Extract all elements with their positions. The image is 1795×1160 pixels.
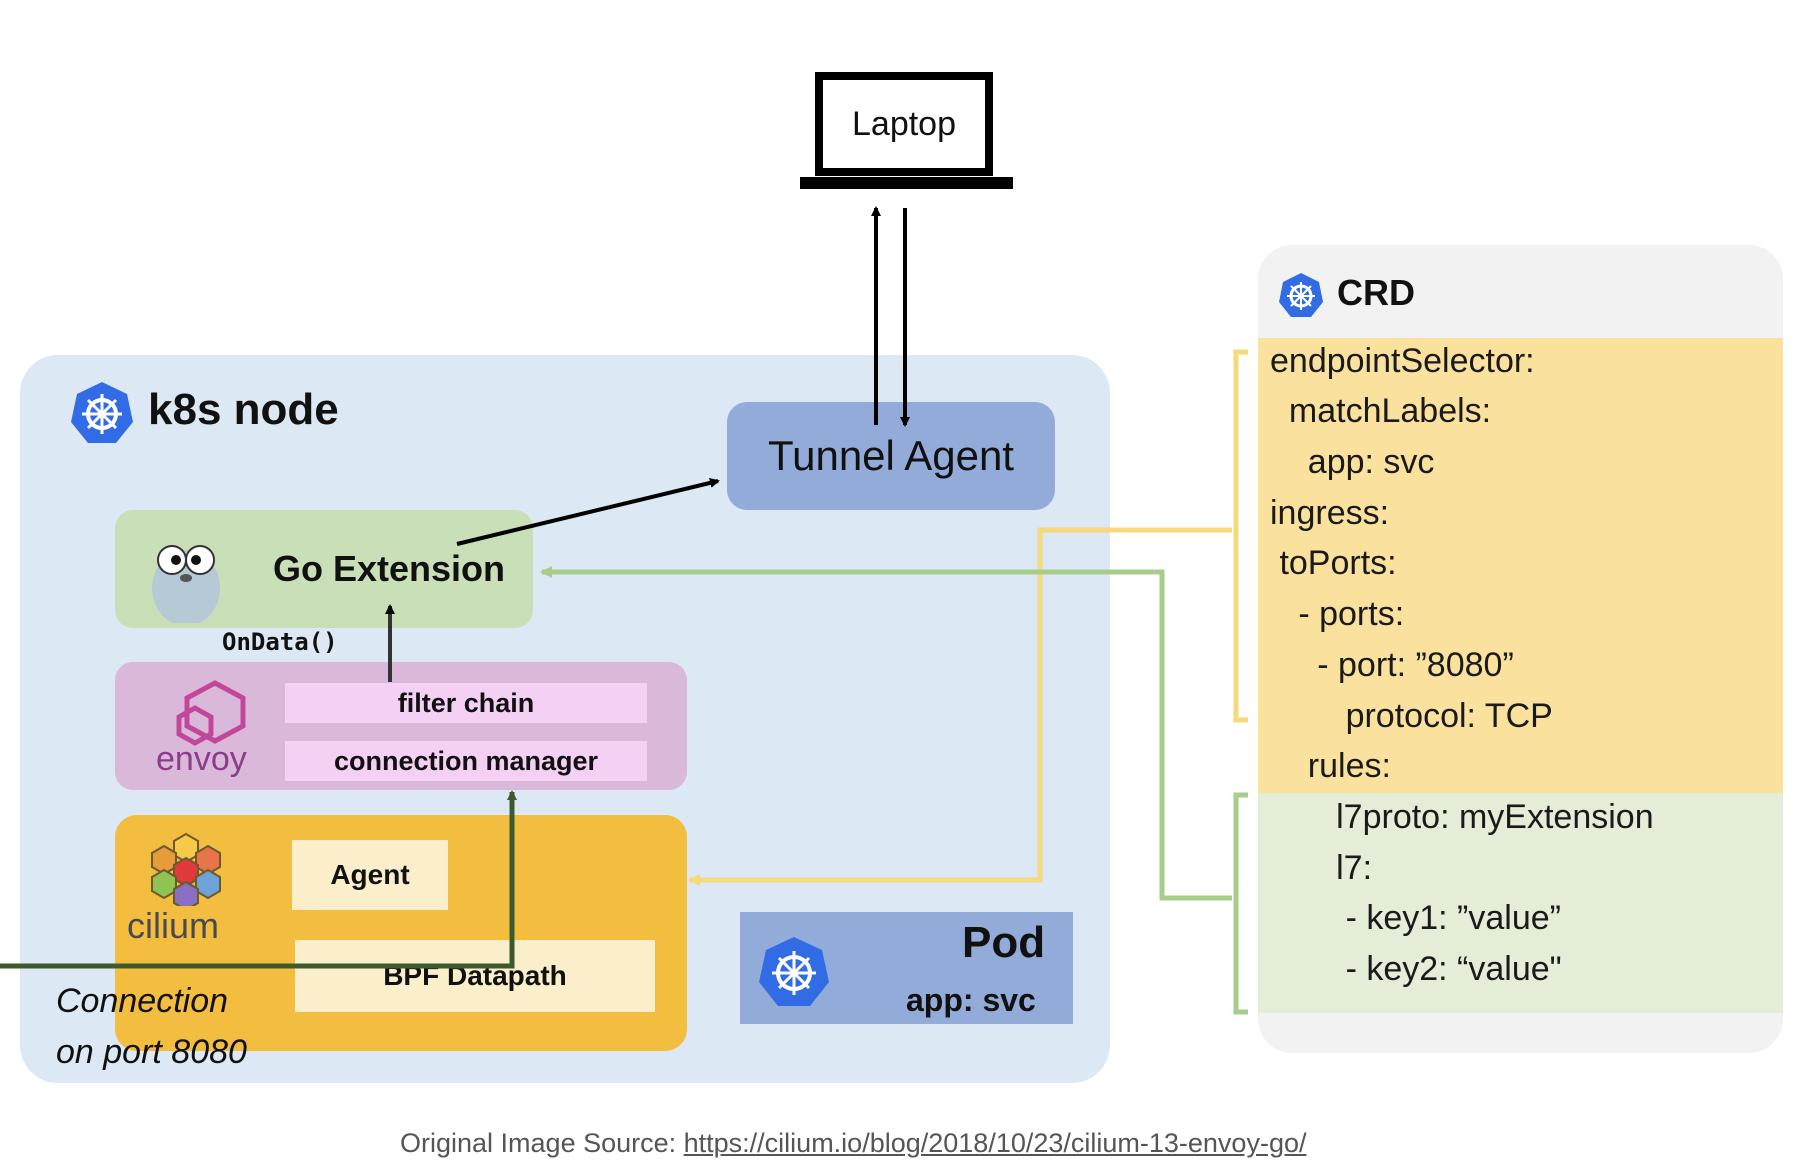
envoy-icon xyxy=(176,680,246,746)
crd-yaml-line: toPorts: xyxy=(1270,544,1397,582)
arrow-go-to-tunnel xyxy=(456,478,720,546)
cilium-icon xyxy=(151,832,221,906)
crd-yaml-line: l7: xyxy=(1270,849,1373,887)
kubernetes-icon xyxy=(759,937,829,1006)
cilium-label: cilium xyxy=(127,905,220,946)
laptop-label: Laptop xyxy=(852,104,956,143)
tunnel-agent-label: Tunnel Agent xyxy=(768,432,1014,479)
bracket-green xyxy=(1233,792,1248,1015)
crd-yaml-line: ingress: xyxy=(1270,494,1390,532)
ondata-label: OnData() xyxy=(222,628,338,656)
crd-yaml-line: endpointSelector: xyxy=(1270,342,1535,380)
pod-label: app: svc xyxy=(906,982,1036,1018)
laptop-base xyxy=(800,177,1013,189)
tunnel-agent: Tunnel Agent xyxy=(727,402,1055,510)
source-prefix: Original Image Source: xyxy=(400,1128,684,1158)
crd-green-section xyxy=(1258,793,1783,1013)
connection-manager: connection manager xyxy=(285,741,647,781)
envoy-label: envoy xyxy=(156,740,247,778)
connector-crd-to-cilium xyxy=(688,527,1232,886)
connection-label-line2: on port 8080 xyxy=(56,1033,247,1071)
crd-yaml-line: - ports: xyxy=(1270,595,1405,633)
connection-label-line1: Connection xyxy=(56,982,229,1020)
kubernetes-icon xyxy=(1279,273,1323,317)
source-link[interactable]: https://cilium.io/blog/2018/10/23/cilium… xyxy=(683,1128,1307,1158)
cilium-agent-label: Agent xyxy=(330,859,410,890)
crd-title: CRD xyxy=(1337,272,1415,313)
crd-yaml-line: - key2: “value" xyxy=(1270,950,1562,988)
source-caption: Original Image Source: https://cilium.io… xyxy=(400,1128,1306,1159)
arrow-connection-path xyxy=(0,790,517,969)
laptop: Laptop xyxy=(815,72,993,176)
crd-yellow-section xyxy=(1258,338,1783,793)
connection-manager-label: connection manager xyxy=(333,745,599,776)
pod-title: Pod xyxy=(962,918,1046,967)
crd-yaml-line: rules: xyxy=(1270,747,1391,785)
k8s-node-title: k8s node xyxy=(148,385,339,434)
bracket-yellow xyxy=(1233,349,1248,723)
crd-yaml-line: matchLabels: xyxy=(1270,392,1492,430)
crd-yaml-line: - key1: ”value” xyxy=(1270,899,1561,937)
filter-chain: filter chain xyxy=(285,683,647,723)
crd-yaml-line: l7proto: myExtension xyxy=(1270,798,1654,836)
cilium-agent: Agent xyxy=(292,840,448,910)
crd-yaml-line: app: svc xyxy=(1270,443,1435,481)
go-extension-label: Go Extension xyxy=(273,548,506,589)
crd-yaml-line: protocol: TCP xyxy=(1270,697,1553,735)
connector-crd-to-go xyxy=(540,566,1232,901)
filter-chain-label: filter chain xyxy=(397,687,535,718)
kubernetes-icon xyxy=(71,382,133,443)
gopher-icon xyxy=(152,545,220,623)
crd-yaml-line: - port: ”8080” xyxy=(1270,646,1514,684)
